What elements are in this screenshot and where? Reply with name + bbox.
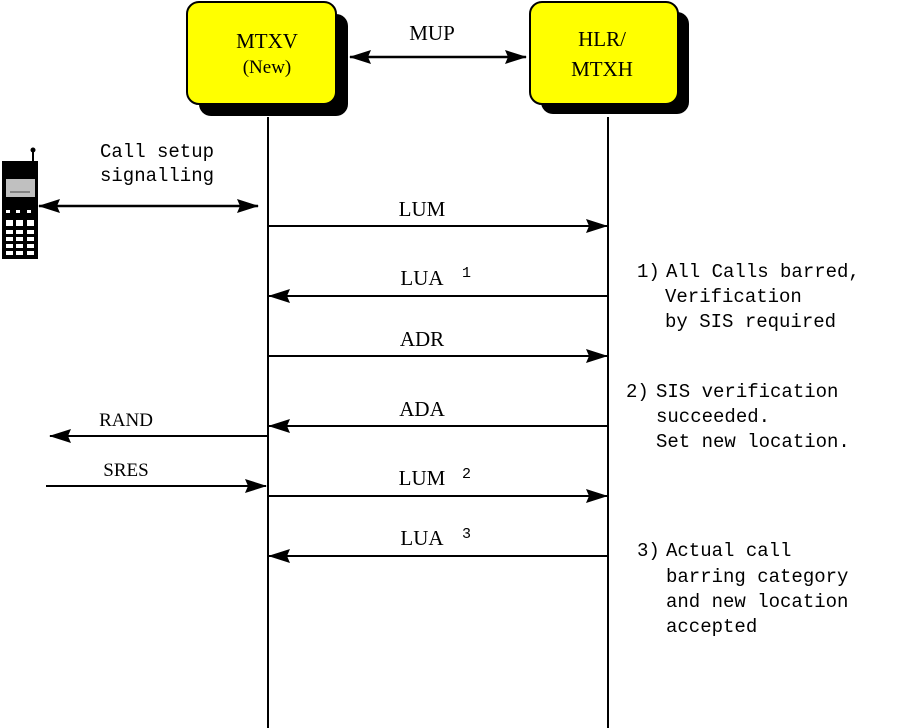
note-1: 1) All Calls barred, Verification by SIS… bbox=[637, 261, 860, 333]
note-line: Set new location. bbox=[656, 431, 850, 453]
message-label: SRES bbox=[103, 460, 148, 481]
note-line: All Calls barred, bbox=[666, 261, 860, 283]
mup-link: MUP bbox=[349, 21, 527, 64]
note-line: succeeded. bbox=[656, 406, 770, 428]
message-note-ref: 3 bbox=[462, 526, 471, 543]
mobile-phone-icon bbox=[2, 147, 38, 259]
message-lua-1: LUA 1 bbox=[268, 265, 607, 303]
note-number: 2) bbox=[626, 381, 649, 403]
message-ada: ADA bbox=[268, 397, 607, 433]
message-lum: LUM bbox=[268, 197, 608, 233]
message-label: ADA bbox=[399, 397, 445, 421]
note-3: 3) Actual call barring category and new … bbox=[637, 540, 848, 638]
message-note-ref: 2 bbox=[462, 466, 471, 483]
mtxv-entity: MTXV (New) bbox=[186, 1, 348, 116]
message-lua-3: LUA 3 bbox=[268, 526, 607, 563]
mtxv-box bbox=[186, 1, 337, 105]
note-line: barring category bbox=[666, 566, 848, 588]
note-line: by SIS required bbox=[665, 311, 836, 333]
note-line: accepted bbox=[666, 616, 757, 638]
message-label: LUA bbox=[400, 266, 444, 290]
mtxv-subtitle: (New) bbox=[243, 57, 292, 78]
message-adr: ADR bbox=[268, 327, 608, 363]
note-line: Verification bbox=[665, 286, 802, 308]
message-label: ADR bbox=[400, 327, 444, 351]
message-note-ref: 1 bbox=[462, 265, 471, 282]
hlr-box bbox=[529, 1, 679, 105]
call-setup-label-line2: signalling bbox=[100, 165, 214, 187]
mup-label: MUP bbox=[409, 21, 455, 45]
note-line: and new location bbox=[666, 591, 848, 613]
note-number: 3) bbox=[637, 540, 660, 562]
note-line: SIS verification bbox=[656, 381, 838, 403]
hlr-line2: MTXH bbox=[571, 57, 633, 81]
message-label: LUA bbox=[400, 526, 444, 550]
message-list: LUM LUA 1 ADR ADA LUM 2 LUA 3 bbox=[268, 197, 608, 563]
message-label: LUM bbox=[399, 197, 446, 221]
message-sres: SRES bbox=[46, 460, 267, 493]
call-setup-link: Call setup signalling bbox=[38, 141, 259, 213]
note-number: 1) bbox=[637, 261, 660, 283]
message-rand: RAND bbox=[49, 410, 267, 443]
note-line: Actual call bbox=[666, 540, 791, 562]
note-2: 2) SIS verification succeeded. Set new l… bbox=[626, 381, 850, 453]
hlr-entity: HLR/ MTXH bbox=[529, 1, 689, 114]
call-setup-label-line1: Call setup bbox=[100, 141, 214, 163]
hlr-line1: HLR/ bbox=[578, 27, 626, 51]
message-label: LUM bbox=[399, 466, 446, 490]
mtxv-title: MTXV bbox=[236, 29, 298, 53]
message-label: RAND bbox=[99, 410, 153, 431]
message-lum-2: LUM 2 bbox=[268, 466, 608, 503]
